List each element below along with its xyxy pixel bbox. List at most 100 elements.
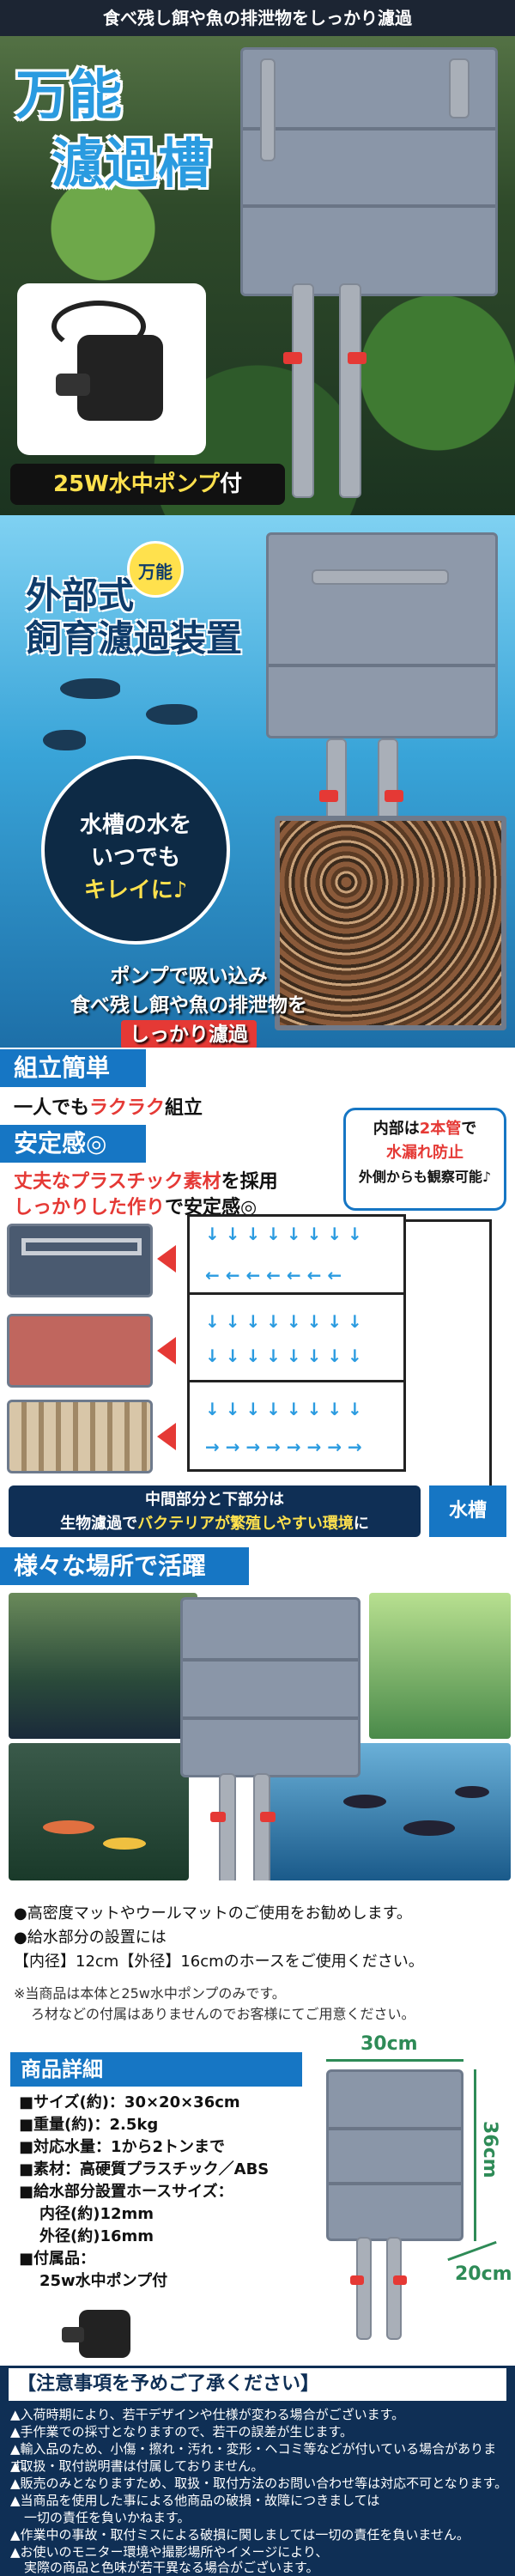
valve-icon: [210, 1812, 226, 1822]
warning-5: ▲販売のみとなりますため、取扱・取付方法のお問い合わせ等は対応不可となります。: [10, 2476, 508, 2491]
valve-icon: [350, 2275, 364, 2285]
flow-diagram: ↓ ↓ ↓ ↓ ↓ ↓ ↓ ↓ ← ← ← ← ← ← ← ↓ ↓ ↓ ↓ ↓ …: [187, 1214, 406, 1472]
bacteria-post: に: [353, 1515, 369, 1533]
bacteria-note: 中間部分と下部分は 生物濾過でバクテリアが繁殖しやすい環境に: [9, 1485, 421, 1537]
pond-photo: [9, 1593, 197, 1739]
gravel-tray: [275, 816, 506, 1030]
hero-banner: 食べ残し餌や魚の排泄物をしっかり濾過: [0, 0, 515, 36]
assembly-post: 組立: [165, 1097, 203, 1119]
hero-title-line1: 万能: [15, 64, 123, 126]
feature-badge: 万能: [127, 541, 184, 598]
fish-icon: [43, 730, 86, 750]
warning-10: 実際の商品と色味が若干異なる場合がございます。: [24, 2560, 319, 2575]
fish-icon: [60, 678, 120, 699]
warning-4: ▲取扱・取付説明書は付属しておりません。: [10, 2458, 264, 2474]
callout-line3: 外側からも観察可能♪: [358, 1169, 492, 1185]
spec-size: ■サイズ(約)：30×20×36cm: [19, 2093, 240, 2111]
callout-post: で: [461, 1120, 477, 1138]
bacteria-line1: 中間部分と下部分は: [145, 1491, 284, 1509]
warning-8: ▲作業中の事故・取付ミスによる破損に関しましては一切の責任を負いません。: [10, 2527, 470, 2543]
dim-depth: 20cm: [455, 2263, 512, 2285]
assembly-hl: ラクラク: [89, 1097, 166, 1119]
spec-accessory-item: 25w水中ポンプ付: [39, 2272, 168, 2290]
assembly-pre: 一人でも: [14, 1097, 90, 1119]
hero-title-line2: 濾過槽: [52, 132, 212, 195]
filter-setup-image: [258, 532, 506, 1030]
warning-6: ▲当商品を使用した事による他商品の破損・故障につきましては: [10, 2493, 380, 2508]
desc2-hl: しっかりした作り: [14, 1197, 166, 1218]
flow-arrows-top: ↓ ↓ ↓ ↓ ↓ ↓ ↓ ↓: [205, 1224, 362, 1244]
callout-pre: 内部は: [373, 1120, 420, 1138]
assembly-text: 一人でもラクラク組立: [14, 1092, 203, 1120]
pump-cord: [52, 301, 146, 352]
tip-bullet3: 【内径】12cm【外径】16cmのホースをご使用ください。: [14, 1953, 424, 1971]
flow-arrows-bottom-out: → → → → → → → →: [205, 1437, 362, 1457]
pump-nozzle: [56, 374, 90, 396]
tip-bullet1: ●高密度マットやウールマットのご使用をお勧めします。: [14, 1905, 412, 1923]
flow-arrows-top-return: ← ← ← ← ← ← ←: [205, 1265, 342, 1285]
pump-label-suffix: 付: [220, 471, 243, 497]
usage-band: 様々な場所で活躍: [0, 1547, 249, 1585]
dim-width: 30cm: [360, 2033, 418, 2055]
pump-desc-line2: 食べ残し餌や魚の排泄物を: [70, 994, 307, 1017]
valve-icon: [283, 352, 302, 364]
filter-tank-image: [240, 47, 498, 296]
pump-label-main: 25W水中ポンプ: [52, 471, 221, 497]
flow-arrows-mid2: ↓ ↓ ↓ ↓ ↓ ↓ ↓ ↓: [205, 1346, 362, 1366]
bottom-media-thumbnail: [7, 1400, 153, 1473]
valve-icon: [319, 790, 338, 802]
spec-head: 商品詳細: [10, 2052, 302, 2087]
return-pipe-line: [406, 1219, 492, 1222]
stability-desc: 丈夫なプラスチック素材を採用 しっかりした作りで安定感◎: [14, 1170, 278, 1221]
arrow-left-icon: [157, 1337, 176, 1364]
middle-media-thumbnail: [7, 1314, 153, 1388]
pump-image: [62, 2301, 139, 2361]
pump-description: ポンプで吸い込み 食べ残し餌や魚の排泄物を しっかり濾過: [9, 962, 369, 1049]
top-tray-thumbnail: [7, 1224, 153, 1297]
flow-arrows-bottom: ↓ ↓ ↓ ↓ ↓ ↓ ↓ ↓: [205, 1399, 362, 1419]
hero-section: 食べ残し餌や魚の排泄物をしっかり濾過 万能 濾過槽 25W水中ポンプ付: [0, 0, 515, 515]
flow-arrows-mid: ↓ ↓ ↓ ↓ ↓ ↓ ↓ ↓: [205, 1311, 362, 1332]
warning-9: ▲お使いのモニター環境や撮影場所やイメージにより、: [10, 2544, 329, 2560]
valve-icon: [348, 352, 367, 364]
valve-icon: [393, 2275, 407, 2285]
dim-height-line: [474, 2069, 476, 2241]
arrow-left-icon: [157, 1245, 176, 1273]
feature-title-line2: 飼育濾過装置: [26, 617, 243, 659]
outlet-pipe: [292, 283, 314, 498]
aquarium-photo: [369, 1593, 511, 1739]
desc1-hl: 丈夫なプラスチック素材: [14, 1171, 221, 1193]
pump-label: 25W水中ポンプ付: [10, 464, 285, 505]
arrow-left-icon: [157, 1423, 176, 1450]
bubble-line2: いつでも: [90, 845, 180, 871]
spec-weight: ■重量(約)：2.5kg: [19, 2116, 159, 2134]
outlet-pipe: [253, 1773, 270, 1885]
note-line2: ろ材などの付属はありませんのでお客様にてご用意ください。: [31, 2006, 415, 2022]
warning-head: 【注意事項を予めご了承ください】: [9, 2368, 506, 2401]
callout-hl: 2本管: [419, 1120, 462, 1138]
spec-accessory: ■付属品：: [19, 2250, 96, 2268]
pump-desc-line1: ポンプで吸い込み: [110, 965, 268, 987]
callout-line2: 水漏れ防止: [386, 1144, 464, 1162]
spec-inner: 内径(約)12mm: [39, 2205, 154, 2223]
pump-desc-line3: しっかり濾過: [121, 1020, 257, 1049]
clean-water-bubble: 水槽の水を いつでも キレイに♪: [41, 756, 230, 945]
assembly-band: 組立簡単: [0, 1049, 146, 1087]
outlet-pipe: [356, 2237, 372, 2340]
filter-tank-image: [326, 2069, 464, 2241]
stability-band: 安定感◎: [0, 1125, 146, 1163]
dim-height: 36cm: [479, 2121, 500, 2178]
warning-3: ▲輸入品のため、小傷・擦れ・汚れ・変形・ヘコミ等などが付いている場合があります。: [10, 2441, 497, 2474]
inner-pipe: [449, 58, 470, 118]
spec-capacity: ■対応水量：1から2トンまで: [19, 2138, 226, 2156]
warning-1: ▲入荷時期により、若干デザインや仕様が変わる場合がございます。: [10, 2407, 405, 2422]
inner-pipe: [312, 569, 449, 585]
spec-material: ■素材：高硬質プラスチック／ABS: [19, 2160, 270, 2178]
outlet-pipe: [339, 283, 361, 498]
warning-7: 一切の責任を負いかねます。: [24, 2510, 191, 2525]
valve-icon: [260, 1812, 276, 1822]
inner-pipe: [260, 58, 276, 161]
tip-bullet2: ●給水部分の設置には: [14, 1929, 167, 1947]
spec-box: 商品詳細 ■サイズ(約)：30×20×36cm ■重量(約)：2.5kg ■対応…: [10, 2052, 302, 2361]
spec-outer: 外径(約)16mm: [39, 2227, 154, 2245]
